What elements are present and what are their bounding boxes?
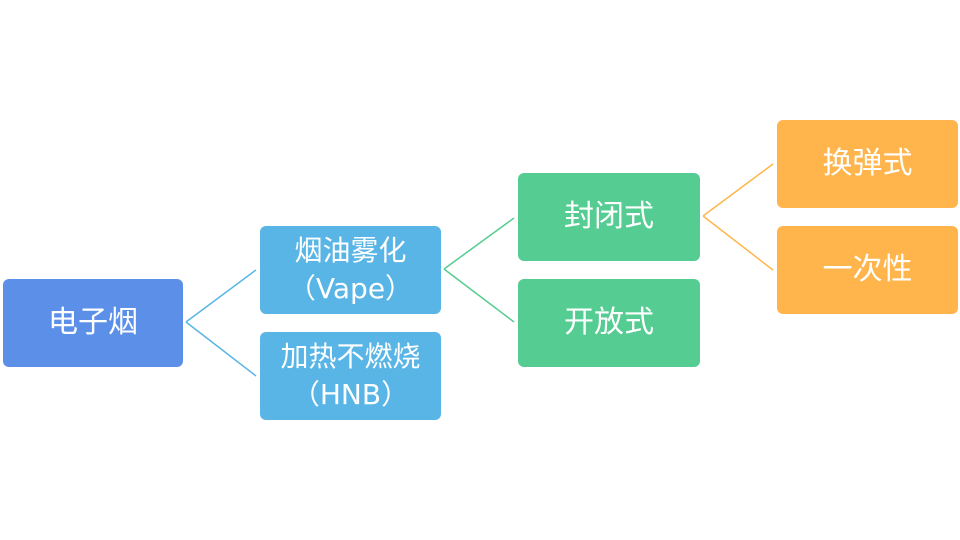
connector-vape-open: [443, 268, 515, 323]
node-vape-line2: （Vape）: [287, 272, 414, 305]
node-disposable-label: 一次性: [822, 251, 913, 287]
connector-vape-closed: [443, 217, 515, 270]
node-disposable: 一次性: [777, 226, 958, 314]
node-closed: 封闭式: [518, 173, 700, 261]
connector-root-hnb: [185, 321, 257, 377]
node-e-cigarette: 电子烟: [3, 279, 183, 367]
node-open: 开放式: [518, 279, 700, 367]
connector-closed-disposable: [702, 215, 774, 271]
node-hnb: 加热不燃烧 （HNB）: [260, 332, 441, 420]
node-vape-line1: 烟油雾化: [294, 234, 407, 268]
connector-closed-swap: [702, 163, 774, 217]
node-swap-pod: 换弹式: [777, 120, 958, 208]
connector-root-vape: [185, 269, 257, 323]
node-hnb-line2: （HNB）: [291, 378, 410, 411]
node-closed-label: 封闭式: [564, 198, 654, 234]
node-e-cigarette-label: 电子烟: [48, 304, 138, 340]
node-vape: 烟油雾化 （Vape）: [260, 226, 441, 314]
node-hnb-line1: 加热不燃烧: [280, 340, 421, 374]
node-open-label: 开放式: [564, 304, 654, 340]
node-swap-pod-label: 换弹式: [822, 145, 913, 181]
